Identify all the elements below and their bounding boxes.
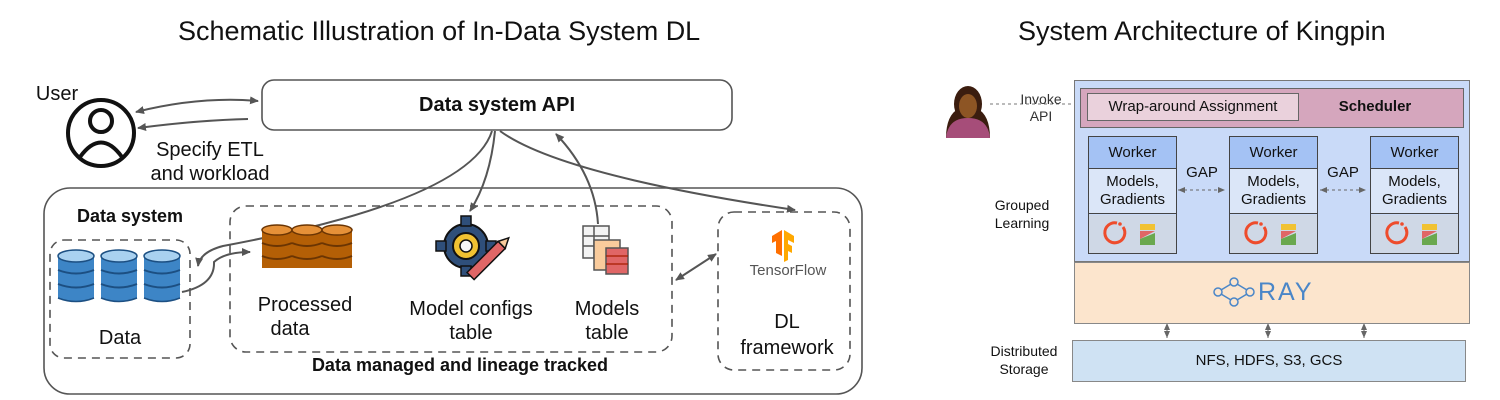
grouped-label-1: Grouped [994, 197, 1050, 213]
worker-foot [1089, 215, 1176, 253]
worker-foot [1371, 215, 1458, 253]
specify-label-1: Specify ETL [156, 139, 264, 161]
api-dl-arrow [499, 130, 796, 213]
user-api-arrow [135, 96, 259, 114]
worker-head: Worker [1089, 137, 1176, 169]
framework-logos-icon [1244, 221, 1296, 245]
processed-label-2: data [270, 318, 310, 340]
tensorflow-label: TensorFlow [749, 262, 827, 279]
worker-box-1: Worker Models, Gradients [1088, 136, 1177, 254]
framework-logos-icon [1385, 221, 1437, 245]
gap-label-2: GAP [1327, 164, 1359, 181]
processed-label-1: Processed [257, 294, 353, 316]
data-label: Data [98, 327, 142, 349]
worker-box-3: Worker Models, Gradients [1370, 136, 1459, 254]
processed-db-icon [261, 224, 353, 268]
specify-label-2: and workload [150, 163, 270, 185]
data-system-label: Data system [77, 206, 184, 226]
lineage-label: Data managed and lineage tracked [311, 355, 609, 375]
worker-body: Models, Gradients [1089, 169, 1176, 214]
storage-box: NFS, HDFS, S3, GCS [1072, 340, 1466, 382]
dl-label-2: framework [740, 337, 834, 359]
worker-head: Worker [1371, 137, 1458, 169]
wrap-around-box: Wrap-around Assignment [1087, 93, 1299, 121]
left-diagram-title: Schematic Illustration of In-Data System… [178, 16, 701, 46]
models-label-2: table [585, 322, 629, 344]
models-api-arrow [555, 133, 599, 225]
user-label: User [35, 83, 79, 105]
scheduler-label: Scheduler [1338, 98, 1412, 115]
worker-body-line-2: Gradients [1099, 191, 1166, 208]
worker-body-line-1: Models, [1388, 173, 1441, 190]
worker-body-line-1: Models, [1106, 173, 1159, 190]
data-dashed-box [49, 239, 191, 359]
ray-label: RAY [1258, 278, 1314, 306]
gear-pencil-icon [435, 215, 510, 281]
api-box [261, 79, 733, 131]
storage-label-2: Storage [999, 361, 1049, 377]
storage-label-1: Distributed [990, 343, 1058, 359]
lineage-dl-arrow [675, 253, 717, 281]
user-icon [66, 98, 136, 168]
worker-box-2: Worker Models, Gradients [1229, 136, 1318, 254]
model-configs-label-1: Model configs [409, 298, 533, 320]
model-configs-label-2: table [449, 322, 493, 344]
worker-body-line-1: Models, [1247, 173, 1300, 190]
worker-foot [1230, 215, 1317, 253]
invoke-label-2: API [1029, 108, 1053, 124]
api-data-arrow [195, 130, 493, 267]
data-system-box [43, 187, 863, 395]
ray-band [1074, 262, 1470, 324]
worker-head: Worker [1230, 137, 1317, 169]
api-configs-arrow [469, 130, 496, 212]
api-label: Data system API [419, 94, 575, 116]
tensorflow-logo-icon [772, 230, 794, 262]
dl-framework-dashed-box [717, 211, 851, 371]
models-label-1: Models [574, 298, 640, 320]
worker-body: Models, Gradients [1371, 169, 1458, 214]
worker-body: Models, Gradients [1230, 169, 1317, 214]
invoke-label-1: Invoke [1020, 91, 1062, 107]
lineage-dashed-box [229, 205, 673, 353]
worker-body-line-2: Gradients [1240, 191, 1307, 208]
dl-label-1: DL [774, 311, 800, 333]
right-diagram-title: System Architecture of Kingpin [1018, 16, 1386, 46]
framework-logos-icon [1103, 221, 1155, 245]
data-db-icon [57, 249, 181, 303]
api-user-arrow [137, 118, 249, 131]
gap-label-1: GAP [1186, 164, 1218, 181]
models-table-icon [582, 225, 629, 275]
grouped-label-2: Learning [994, 215, 1050, 231]
data-processed-arrow [181, 248, 251, 293]
worker-body-line-2: Gradients [1381, 191, 1448, 208]
